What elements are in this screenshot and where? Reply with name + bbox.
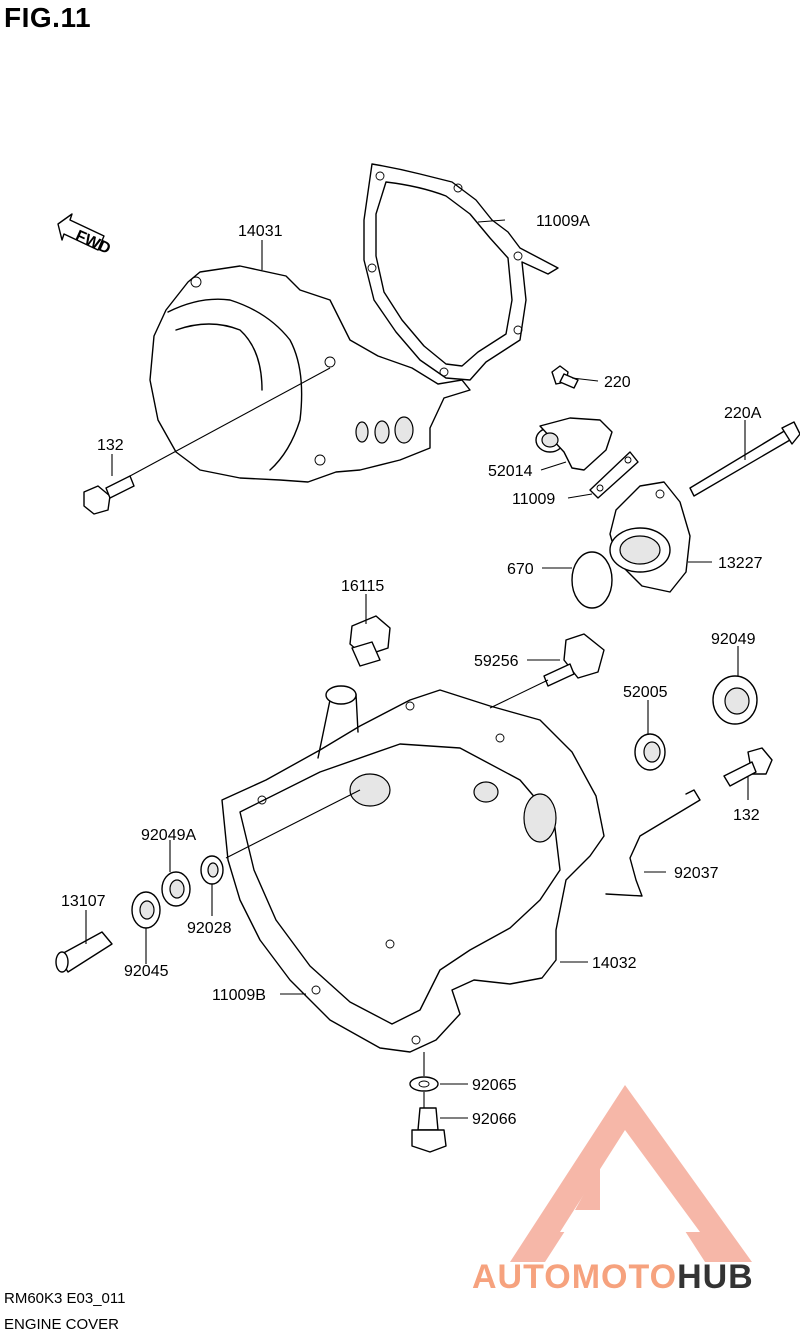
- bolt-92066: [411, 1107, 447, 1153]
- label-92066: 92066: [472, 1111, 517, 1128]
- bolt-220a: [689, 421, 800, 497]
- label-132-upper: 132: [97, 437, 124, 454]
- bolt-132-upper: [83, 475, 135, 515]
- clip-92037: [605, 789, 701, 897]
- label-59256: 59256: [474, 653, 519, 670]
- spacer-92028: [200, 855, 224, 885]
- watermark-text-hub: HUB: [677, 1258, 754, 1296]
- label-132-right: 132: [733, 807, 760, 824]
- label-92045: 92045: [124, 963, 169, 980]
- label-670: 670: [507, 561, 534, 578]
- leader-lines: [85, 219, 749, 1119]
- cover-14031: [149, 265, 471, 483]
- bearing-52005: [634, 733, 666, 771]
- shaft-13107: [55, 931, 113, 973]
- label-92037: 92037: [674, 865, 719, 882]
- pipe-52014: [535, 417, 613, 471]
- label-13107: 13107: [61, 893, 106, 910]
- seal-92049a: [161, 871, 191, 907]
- sensor-59256: [543, 633, 605, 687]
- figure-title: FIG.11: [4, 2, 92, 33]
- fwd-arrow-icon: FWD: [57, 213, 113, 258]
- plug-16115: [349, 615, 391, 667]
- label-11009a: 11009A: [536, 213, 590, 230]
- gasket-11009a: [363, 163, 559, 381]
- label-14032: 14032: [592, 955, 637, 972]
- bolt-220: [551, 365, 579, 389]
- housing-13227: [609, 481, 691, 593]
- watermark-text: AUTOMOTOHUB: [472, 1258, 754, 1297]
- label-52014: 52014: [488, 463, 533, 480]
- label-92028: 92028: [187, 920, 232, 937]
- label-92049a: 92049A: [141, 827, 196, 844]
- watermark-logo: [510, 1085, 752, 1262]
- cover-14032: [221, 685, 605, 1053]
- label-92049: 92049: [711, 631, 756, 648]
- label-14031: 14031: [238, 223, 283, 240]
- oring-670: [571, 551, 613, 609]
- bolt-132-right: [723, 747, 773, 787]
- label-220: 220: [604, 374, 631, 391]
- label-52005: 52005: [623, 684, 668, 701]
- washer-92065: [409, 1076, 439, 1092]
- watermark-text-automoto: AUTOMOTO: [472, 1258, 678, 1296]
- label-92065: 92065: [472, 1077, 517, 1094]
- figure-caption: ENGINE COVER: [4, 1316, 120, 1333]
- gasket-11009: [589, 451, 639, 499]
- label-11009: 11009: [512, 491, 555, 508]
- label-220a: 220A: [724, 405, 762, 422]
- seal-92049: [712, 675, 758, 725]
- bearing-92045: [131, 891, 161, 929]
- part-labels: 14031 11009A 132 220 220A 52014 11009 67…: [61, 213, 763, 1128]
- label-16115: 16115: [341, 578, 384, 595]
- label-13227: 13227: [718, 555, 763, 572]
- label-11009b: 11009B: [212, 987, 266, 1004]
- figure-code: RM60K3 E03_011: [4, 1290, 126, 1307]
